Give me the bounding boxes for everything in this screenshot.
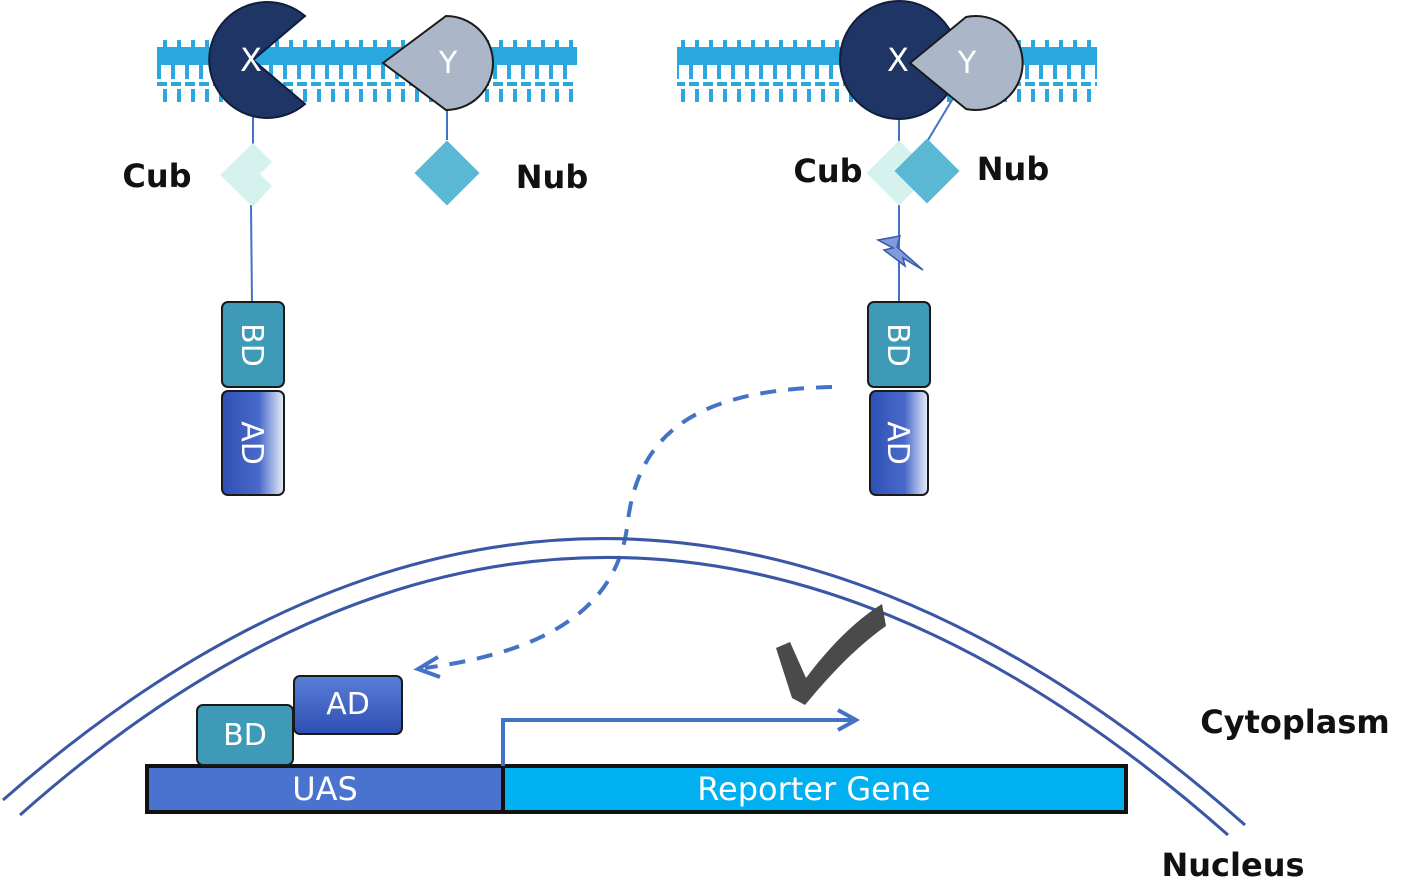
nub-right (894, 138, 960, 204)
translocation-arrow (424, 385, 833, 670)
protein-y-label-left: Y (438, 46, 458, 81)
protein-y-label-right: Y (957, 46, 977, 81)
bd-label-left: BD (234, 323, 269, 367)
bd-label-nucleus: BD (223, 718, 267, 753)
right-panel: X Y Cub Nub BD AD (677, 0, 1097, 496)
protein-x-left (208, 1, 307, 119)
protein-x-label-left: X (240, 41, 262, 79)
bd-box-right (867, 301, 931, 388)
reporter-gene-bar (501, 764, 1128, 814)
translocation-arrowhead (413, 655, 441, 679)
check-icon (776, 604, 886, 705)
protein-x-label-right: X (887, 41, 909, 79)
bd-label-right: BD (880, 323, 915, 367)
ad-label-right: AD (880, 421, 915, 465)
protein-y-right (908, 15, 1024, 111)
bd-box-left (221, 301, 285, 388)
ad-box-left (221, 390, 285, 496)
transcription-arrow (501, 718, 852, 766)
nucleus-contents: UAS Reporter Gene BD AD (145, 604, 1128, 814)
ad-label-nucleus: AD (326, 687, 370, 722)
transcription-arrowhead (837, 708, 861, 732)
bd-box-nucleus (196, 704, 294, 766)
nucleus-label: Nucleus (1161, 846, 1304, 884)
nub-label-left: Nub (516, 158, 588, 196)
linker-cub-bd-left (250, 204, 253, 305)
lightning-icon (875, 235, 924, 271)
nuclear-envelope-inner (19, 555, 1229, 837)
ad-label-left: AD (234, 421, 269, 465)
protein-y-left (381, 14, 494, 112)
reporter-gene-label: Reporter Gene (697, 770, 931, 808)
cytoplasm-label: Cytoplasm (1200, 703, 1389, 741)
nub-left (414, 140, 480, 206)
cub-label-right: Cub (793, 152, 862, 190)
nub-label-right: Nub (977, 150, 1049, 188)
ad-box-nucleus (293, 675, 403, 735)
ad-box-right (869, 390, 929, 496)
cub-left (220, 143, 272, 207)
nuclear-envelope-outer (2, 537, 1246, 827)
uas-label: UAS (292, 770, 358, 808)
cub-label-left: Cub (122, 157, 191, 195)
left-panel: X Y Cub Nub BD AD (122, 1, 588, 496)
